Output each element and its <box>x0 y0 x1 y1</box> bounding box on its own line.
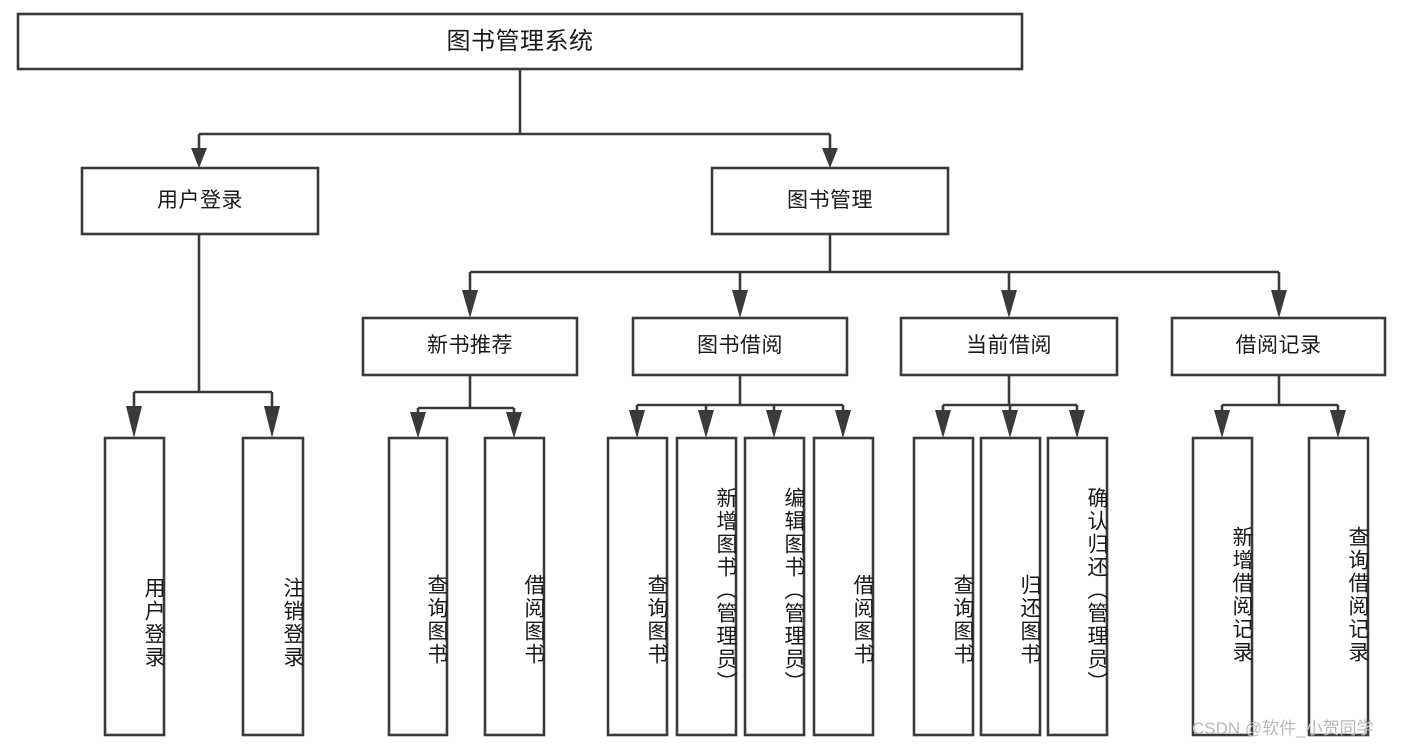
node-box-leaf-logout-login[interactable] <box>241 436 305 737</box>
node-box-leaf-borrow-book-2[interactable] <box>812 436 875 737</box>
node-box-leaf-borrow-book-1[interactable] <box>483 436 546 737</box>
node-box-root[interactable] <box>16 12 1024 71</box>
node-box-book-borrow[interactable] <box>631 316 849 377</box>
arrow-to-user-login-icon <box>191 148 207 168</box>
arrow-leaf-add-book-icon <box>698 410 714 438</box>
arrow-to-book-borrow-icon <box>732 290 748 318</box>
node-box-leaf-confirm-return[interactable] <box>1046 436 1109 737</box>
arrow-leaf-borrow-book-1-icon <box>506 412 522 438</box>
node-box-leaf-add-book[interactable] <box>675 436 738 737</box>
node-box-user-login[interactable] <box>80 166 320 236</box>
arrow-leaf-query-book-2-icon <box>629 410 645 438</box>
node-box-leaf-return-book[interactable] <box>979 436 1042 737</box>
arrow-leaf-query-book-1-icon <box>410 412 426 438</box>
arrow-to-book-management-icon <box>822 148 838 168</box>
arrow-leaf-query-record-icon <box>1330 410 1346 438</box>
arrow-leaf-return-book-icon <box>1002 410 1018 438</box>
node-box-book-management[interactable] <box>710 166 950 236</box>
arrow-leaf-logout-login-icon <box>264 406 280 438</box>
node-box-leaf-add-record[interactable] <box>1191 436 1254 737</box>
arrow-leaf-user-login-icon <box>126 406 142 438</box>
arrow-leaf-query-book-3-icon <box>935 410 951 438</box>
node-box-leaf-edit-book[interactable] <box>743 436 806 737</box>
node-box-borrow-record[interactable] <box>1170 316 1387 377</box>
arrow-leaf-borrow-book-2-icon <box>835 410 851 438</box>
arrow-leaf-add-record-icon <box>1214 410 1230 438</box>
arrow-to-new-book-recommend-icon <box>462 290 478 318</box>
node-box-leaf-query-record[interactable] <box>1307 436 1370 737</box>
node-box-leaf-user-login[interactable] <box>103 436 166 737</box>
node-box-new-book-recommend[interactable] <box>361 316 579 377</box>
node-box-leaf-query-book-1[interactable] <box>387 436 449 737</box>
node-box-current-borrow[interactable] <box>899 316 1119 377</box>
arrow-leaf-edit-book-icon <box>766 410 782 438</box>
node-box-leaf-query-book-3[interactable] <box>912 436 975 737</box>
arrow-leaf-confirm-return-icon <box>1069 410 1085 438</box>
arrow-to-current-borrow-icon <box>1001 290 1017 318</box>
node-box-leaf-query-book-2[interactable] <box>606 436 669 737</box>
arrow-to-borrow-record-icon <box>1271 290 1287 318</box>
